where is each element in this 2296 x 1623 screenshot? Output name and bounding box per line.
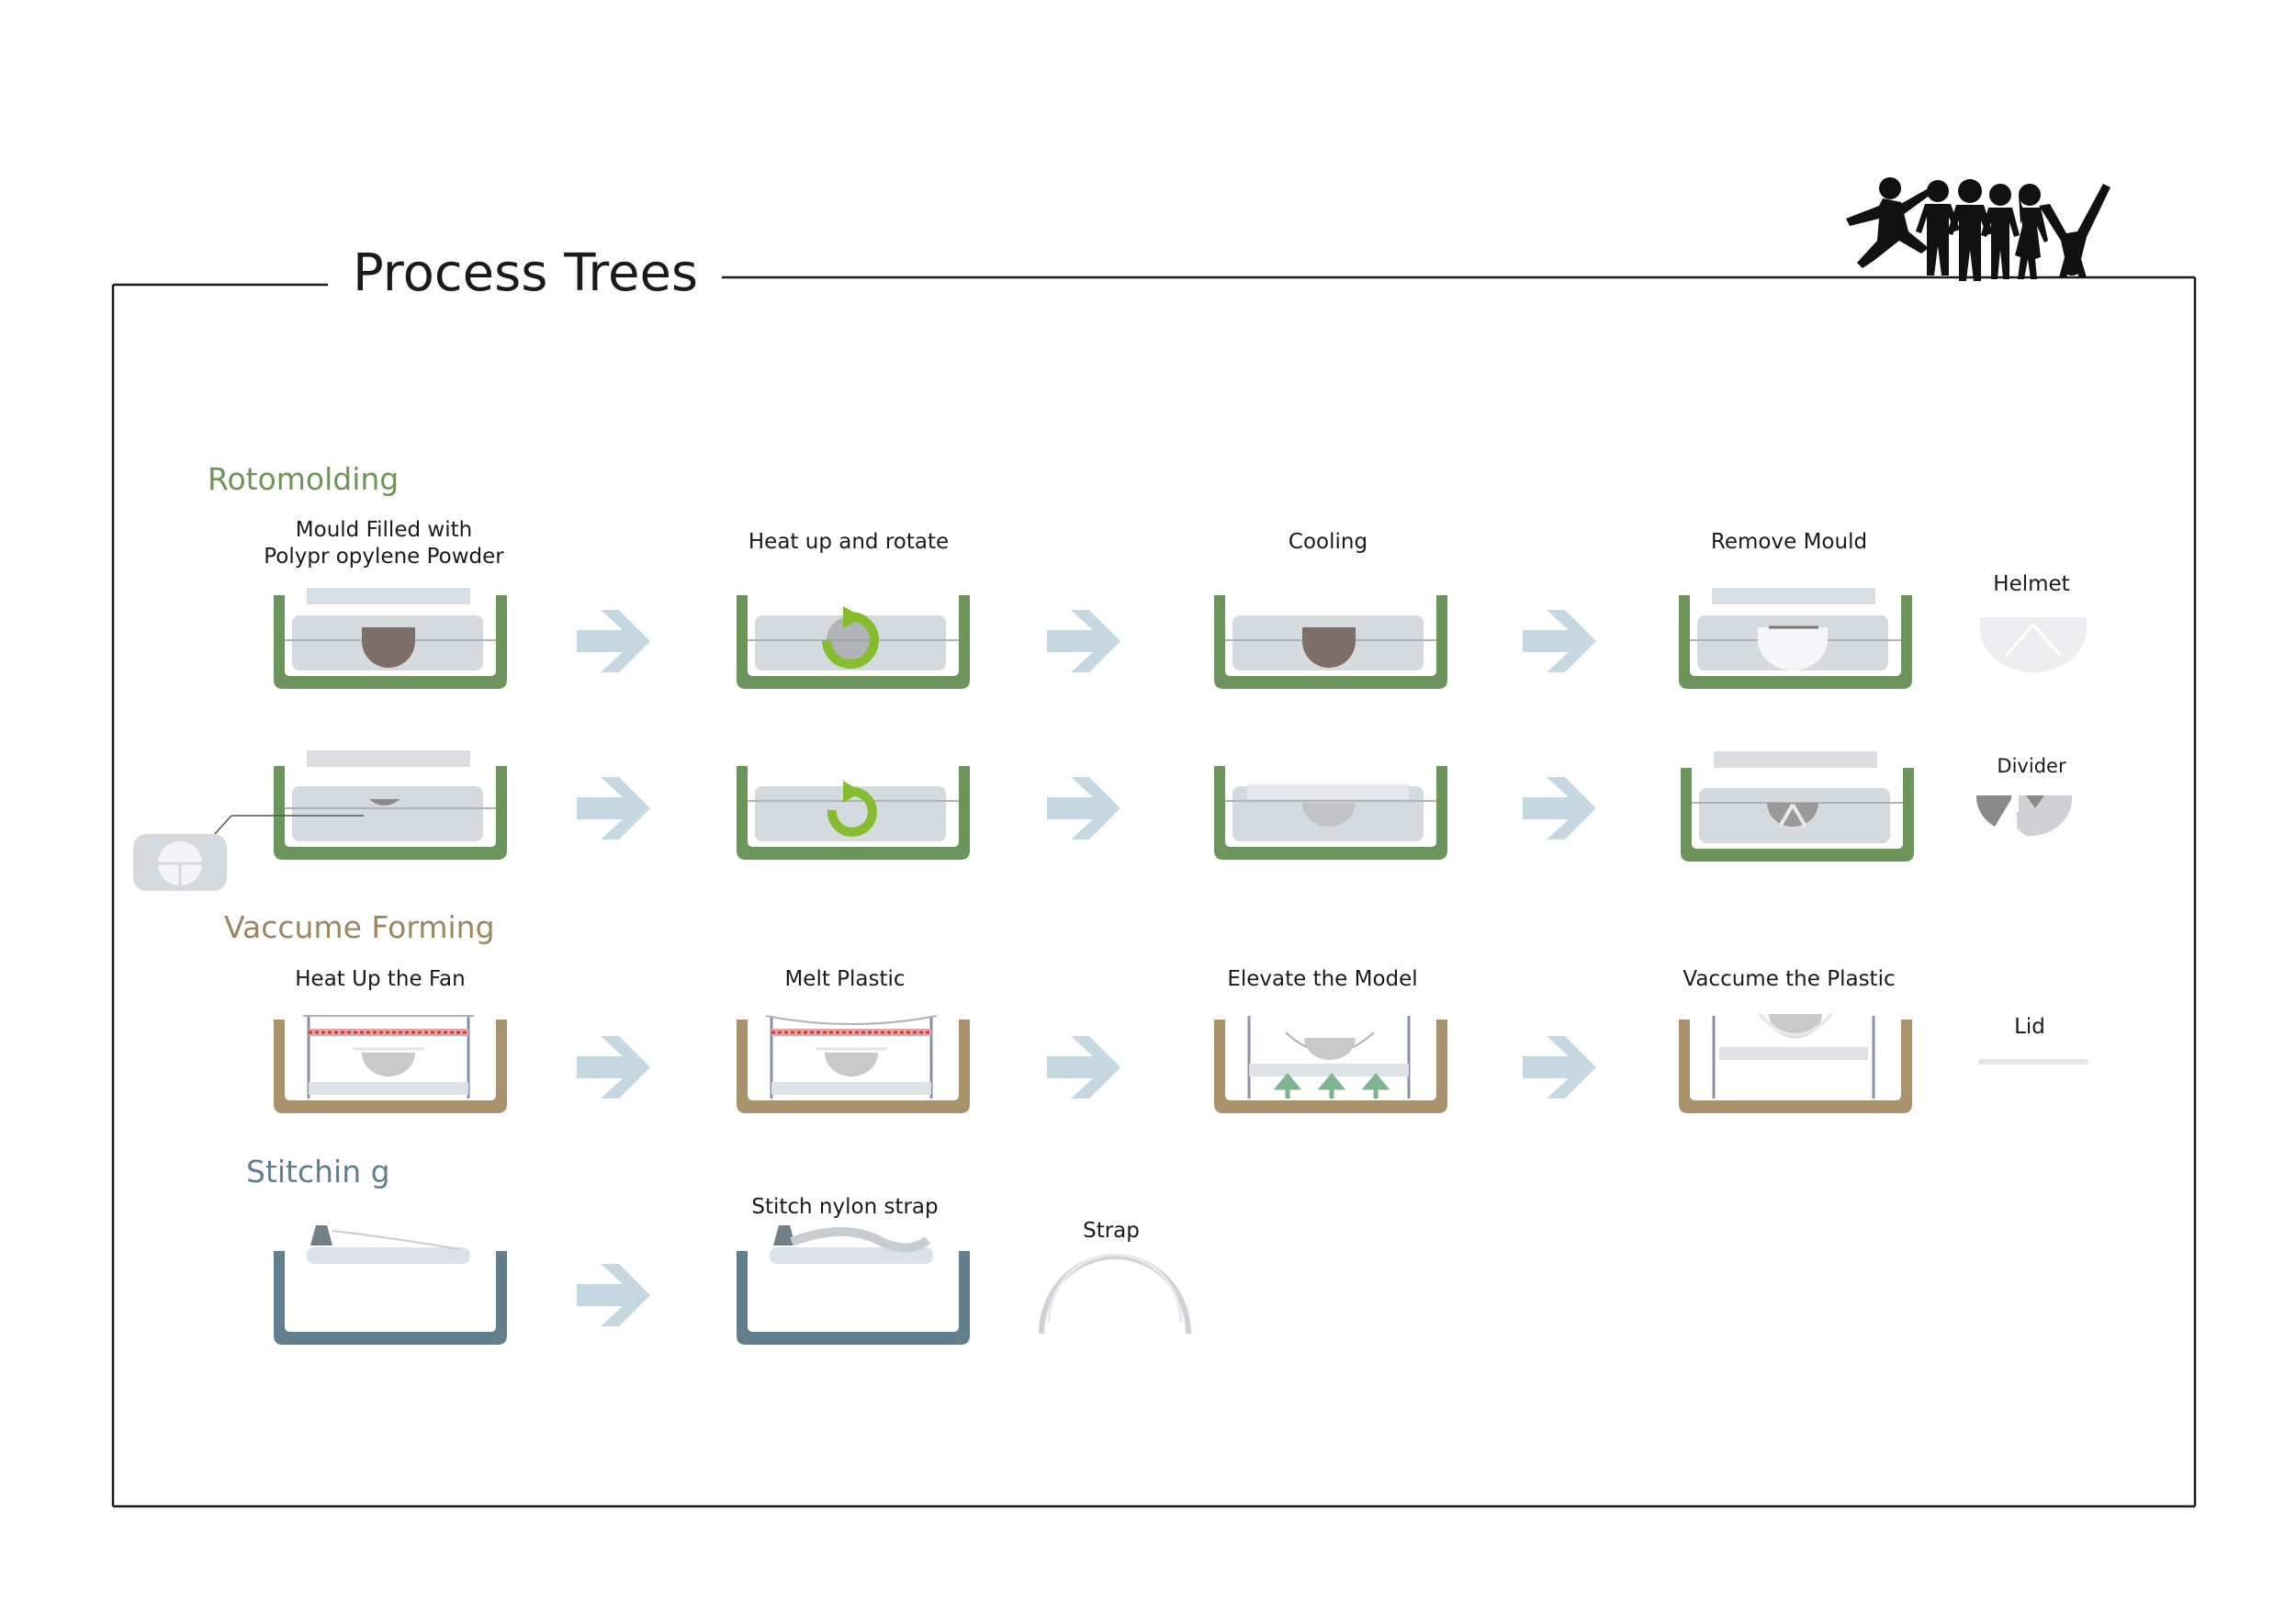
arrow-icon bbox=[577, 1264, 650, 1326]
arrow-icon bbox=[1047, 610, 1120, 672]
section-title-stitching: Stitchin g bbox=[246, 1154, 390, 1189]
step-label-mould-filled: Mould Filled with Polypr opylene Powder bbox=[264, 517, 504, 570]
stitch-step-prepare-icon bbox=[274, 1225, 507, 1345]
stitch-step-nylon-strap-icon bbox=[737, 1225, 970, 1345]
arrow-icon bbox=[1523, 610, 1596, 672]
step-label-line: Mould Filled with bbox=[295, 518, 473, 542]
mould-step-fill-divider-icon bbox=[196, 750, 507, 860]
vacuum-step-melt-plastic-icon bbox=[737, 1015, 970, 1113]
lid-product-icon bbox=[1978, 1059, 2088, 1065]
product-label-lid: Lid bbox=[2014, 1015, 2045, 1039]
frame bbox=[111, 276, 2197, 1508]
divider-product-icon bbox=[1976, 794, 2073, 837]
children-silhouettes-icon bbox=[1846, 177, 2110, 281]
step-label-remove-mould: Remove Mould bbox=[1710, 530, 1868, 554]
strap-product-icon bbox=[1039, 1253, 1191, 1335]
mould-step-rotate-divider-icon bbox=[737, 766, 970, 860]
step-label-line: Polypr opylene Powder bbox=[264, 545, 504, 569]
vacuum-step-vacuum-plastic-icon bbox=[1679, 1012, 1912, 1113]
helmet-product-icon bbox=[1980, 617, 2087, 672]
arrow-icon bbox=[577, 1036, 650, 1099]
arrow-icon bbox=[1523, 777, 1596, 840]
section-title-rotomolding: Rotomolding bbox=[208, 461, 400, 497]
step-label-heat-fan: Heat Up the Fan bbox=[295, 967, 466, 991]
mould-step-cooling-divider-icon bbox=[1214, 766, 1447, 860]
mould-step-remove-divider-icon bbox=[1681, 751, 1914, 862]
section-title-vaccume-forming: Vaccume Forming bbox=[224, 909, 495, 945]
mould-step-fill-icon bbox=[274, 588, 507, 689]
vacuum-step-heat-fan-icon bbox=[274, 1015, 507, 1113]
step-label-elevate-model: Elevate the Model bbox=[1227, 967, 1418, 991]
arrow-icon bbox=[1523, 1036, 1596, 1099]
page-title: Process Trees bbox=[349, 237, 723, 310]
product-label-divider: Divider bbox=[1997, 755, 2066, 777]
mould-section-detail-icon bbox=[133, 834, 227, 891]
vacuum-row bbox=[274, 1012, 2088, 1113]
arrow-icon bbox=[1047, 1036, 1120, 1099]
step-label-stitch-nylon-strap: Stitch nylon strap bbox=[751, 1195, 939, 1219]
mould-step-cooling-icon bbox=[1214, 595, 1447, 689]
mould-step-heat-rotate-icon bbox=[737, 595, 970, 689]
stitching-row bbox=[274, 1225, 1191, 1345]
step-label-cooling: Cooling bbox=[1288, 530, 1368, 554]
vacuum-step-elevate-model-icon bbox=[1214, 1016, 1447, 1113]
roto-row2 bbox=[133, 750, 2073, 891]
roto-row1 bbox=[274, 588, 2087, 689]
product-label-strap: Strap bbox=[1083, 1219, 1140, 1243]
step-label-heat-rotate: Heat up and rotate bbox=[748, 530, 950, 554]
arrow-icon bbox=[1047, 777, 1120, 840]
step-label-melt-plastic: Melt Plastic bbox=[784, 967, 906, 991]
product-label-helmet: Helmet bbox=[1993, 572, 2070, 596]
arrow-icon bbox=[577, 610, 650, 672]
mould-step-remove-icon bbox=[1679, 588, 1912, 689]
arrow-icon bbox=[577, 777, 650, 840]
step-label-vaccume-plastic: Vaccume the Plastic bbox=[1683, 967, 1896, 991]
